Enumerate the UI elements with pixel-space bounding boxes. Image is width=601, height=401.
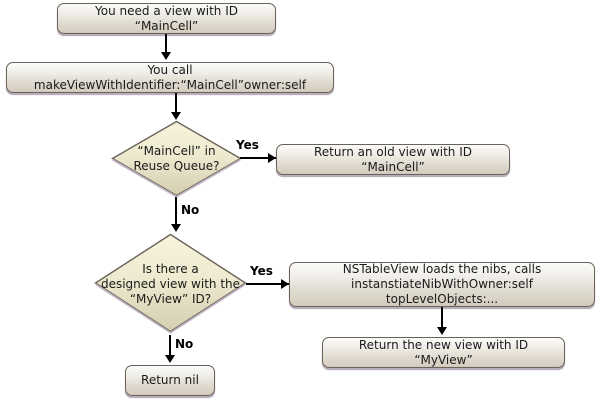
node-return-nil-label: Return nil bbox=[141, 373, 199, 387]
node-load-nibs-label: NSTableView loads the nibs, calls instan… bbox=[342, 262, 542, 306]
node-return-old-view: Return an old view with ID “MainCell” bbox=[276, 144, 510, 175]
node-start-label: You need a view with ID “MainCell” bbox=[95, 3, 238, 33]
edge-label-designed-yes: Yes bbox=[250, 264, 273, 278]
connector-call-to-decision-reuse bbox=[175, 93, 177, 113]
node-call-makeview-label: You call makeViewWithIdentifier:“MainCel… bbox=[33, 62, 307, 92]
arrowhead-designed-no bbox=[165, 355, 175, 363]
connector-reuse-no bbox=[175, 197, 177, 226]
connector-reuse-yes bbox=[240, 157, 276, 159]
edge-label-reuse-yes: Yes bbox=[236, 138, 259, 152]
connector-loadnibs-to-returnnew bbox=[441, 307, 443, 329]
arrowhead-call-to-decision-reuse bbox=[171, 112, 181, 120]
node-load-nibs: NSTableView loads the nibs, calls instan… bbox=[289, 262, 595, 307]
arrowhead-start-to-call bbox=[161, 52, 171, 60]
connector-designed-yes bbox=[246, 283, 289, 285]
arrowhead-reuse-no bbox=[171, 224, 181, 232]
node-call-makeview: You call makeViewWithIdentifier:“MainCel… bbox=[6, 62, 334, 93]
edge-label-designed-no: No bbox=[175, 337, 194, 351]
arrowhead-designed-yes bbox=[281, 279, 289, 289]
connector-designed-no bbox=[169, 335, 171, 357]
decision-reuse-queue-shape bbox=[111, 120, 242, 198]
node-return-new-view-label: Return the new view with ID “MyView” bbox=[358, 337, 529, 367]
arrowhead-reuse-yes bbox=[268, 153, 276, 163]
node-return-nil: Return nil bbox=[125, 365, 215, 396]
node-return-old-view-label: Return an old view with ID “MainCell” bbox=[313, 144, 472, 174]
node-decision-reuse-queue: “MainCell” in Reuse Queue? bbox=[110, 119, 243, 198]
edge-label-reuse-no: No bbox=[181, 203, 200, 217]
node-return-new-view: Return the new view with ID “MyView” bbox=[322, 337, 565, 368]
decision-designed-view-shape bbox=[94, 233, 247, 334]
node-decision-designed-view: Is there a designed view with the “MyVie… bbox=[93, 232, 248, 336]
node-start: You need a view with ID “MainCell” bbox=[57, 3, 276, 34]
connector-start-to-call bbox=[165, 34, 167, 54]
arrowhead-loadnibs-to-returnnew bbox=[437, 327, 447, 335]
